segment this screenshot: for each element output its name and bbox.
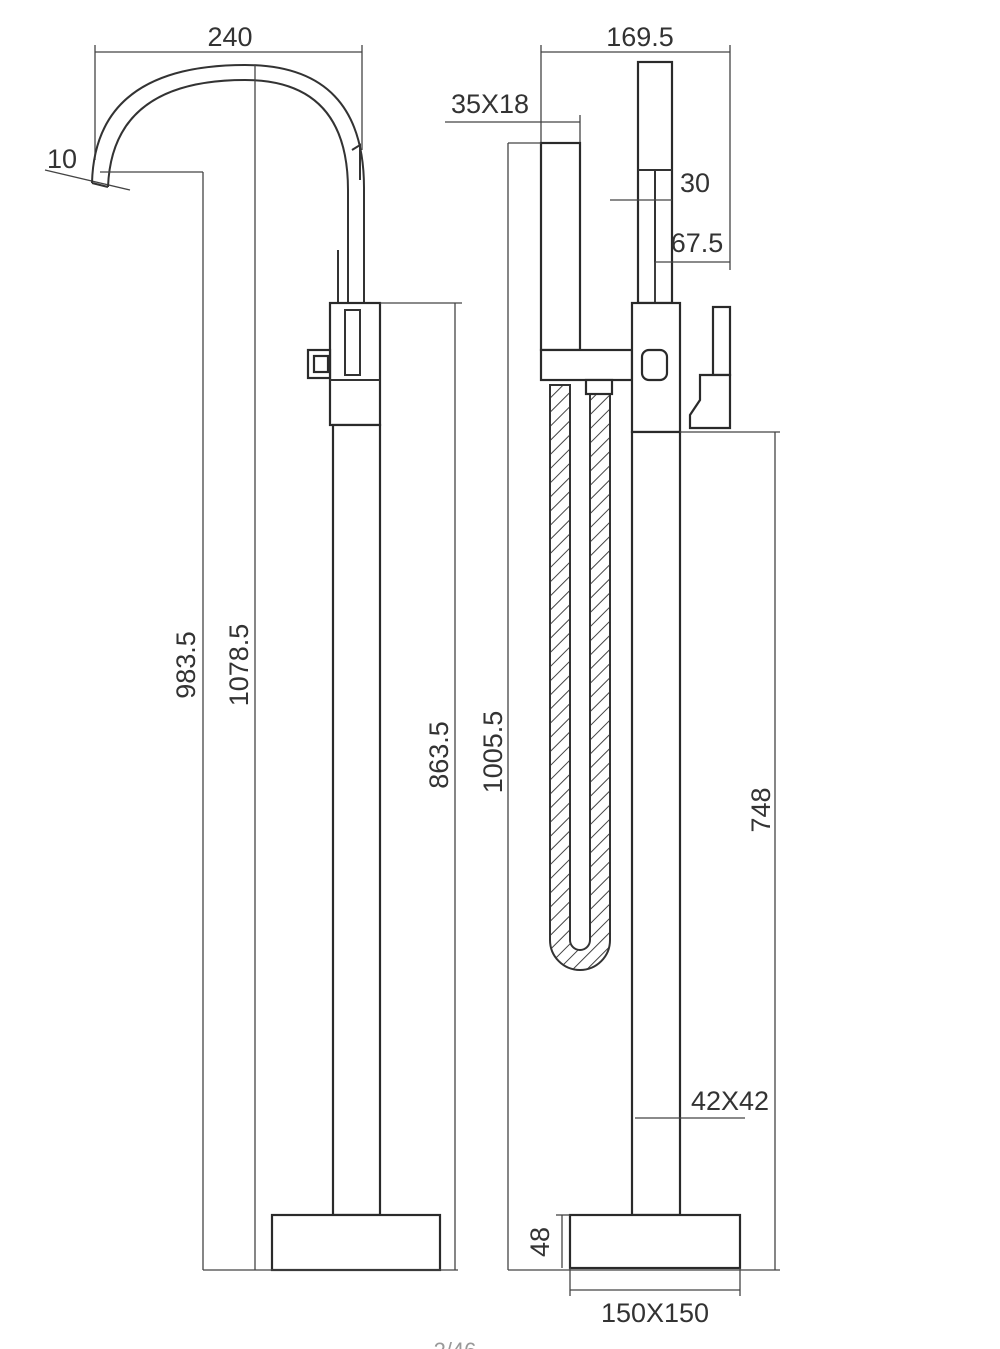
gooseneck-spout: [91, 63, 366, 303]
dimension-67-5: 67.5: [654, 228, 730, 303]
dimension-863-5: 863.5: [380, 302, 462, 1270]
dimension-748: 748: [680, 431, 780, 1270]
hose: [549, 378, 614, 971]
dim-30-label: 30: [680, 168, 710, 198]
mixer-body: [306, 301, 382, 427]
dim-42x42-label: 42X42: [691, 1086, 769, 1116]
dim-1005-5-label: 1005.5: [478, 711, 508, 794]
dim-150x150-label: 150X150: [601, 1298, 709, 1328]
dim-67-5-label: 67.5: [671, 228, 724, 258]
dim-748-label: 748: [746, 787, 776, 832]
stem: [630, 430, 682, 1217]
mixer-body: [630, 301, 732, 434]
stem: [331, 423, 382, 1217]
base-plate: [270, 1213, 442, 1272]
dim-48-label: 48: [525, 1227, 555, 1257]
dim-169-5-label: 169.5: [606, 22, 674, 52]
dimension-30: 30: [610, 168, 710, 201]
dimension-150x150: 150X150: [569, 1268, 741, 1328]
right-view: 169.5 35X18 1005.5 30 67.5: [445, 22, 780, 1328]
hand-shower: [539, 141, 582, 352]
dimension-42x42: 42X42: [635, 1086, 769, 1119]
handshower-holder: [539, 348, 634, 382]
dim-983-5-label: 983.5: [171, 631, 201, 699]
base-plate: [568, 1213, 742, 1270]
page-number: 2/46: [434, 1338, 477, 1349]
dimension-983-5: 983.5: [100, 171, 204, 1270]
dim-863-5-label: 863.5: [424, 721, 454, 789]
dimension-48: 48: [525, 1214, 570, 1268]
dim-1078-5-label: 1078.5: [224, 624, 254, 707]
left-view: 240 10 983.5 1078.5: [44, 22, 462, 1272]
dim-35x18-label: 35X18: [451, 89, 529, 119]
dimension-169-5: 169.5: [540, 22, 731, 350]
dimension-35x18: 35X18: [445, 89, 581, 143]
dimension-1005-5: 1005.5: [478, 142, 541, 1270]
dimension-240: 240: [94, 22, 363, 160]
dimension-10: 10: [44, 144, 131, 191]
dimension-1078-5: 1078.5: [224, 65, 256, 1270]
dim-10-label: 10: [47, 144, 77, 174]
dim-240-label: 240: [207, 22, 252, 52]
